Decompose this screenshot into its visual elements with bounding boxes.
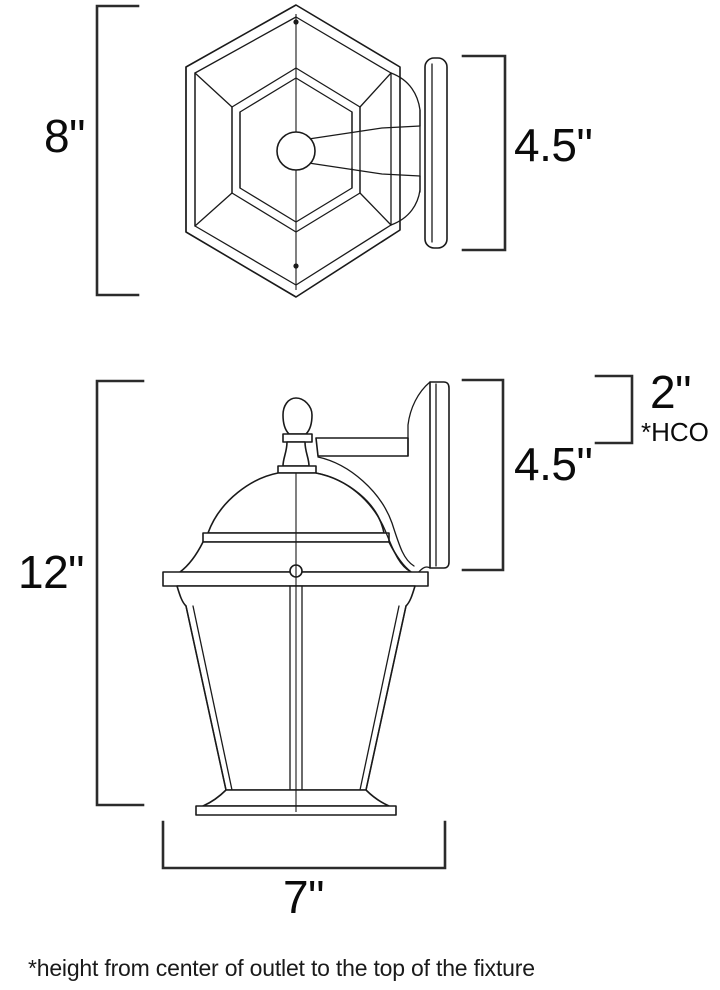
dimension-bracket-2in-hco: [594, 374, 634, 445]
top-view-wall-plate: [424, 57, 448, 249]
dimension-label-top-depth-4p5in: 4.5": [514, 119, 593, 171]
dimension-label-8in: 8": [44, 110, 85, 162]
side-view-frame-right-inner: [359, 605, 400, 791]
side-view-frame-left-outer: [185, 605, 227, 791]
top-view-arm-upper: [301, 125, 421, 141]
dimension-label-side-depth-4p5in: 4.5": [514, 438, 593, 490]
side-view-group: [162, 381, 450, 816]
footnote-text: *height from center of outlet to the top…: [28, 955, 535, 981]
top-view-group: [185, 4, 448, 298]
dimension-bracket-7in: [161, 820, 447, 870]
side-view-frame-left-inner: [192, 605, 233, 791]
side-view-curved-arm-inner: [317, 456, 415, 567]
side-view-finial-neck: [282, 441, 310, 467]
top-view-centerline-dot-bottom: [293, 263, 299, 269]
side-view-frame-right-outer: [365, 605, 407, 791]
dimension-label-12in: 12": [18, 546, 85, 598]
side-view-plate-shoulder-upper: [407, 381, 431, 439]
dimension-bracket-top-4p5in: [461, 54, 507, 252]
top-view-seam-sw: [194, 192, 233, 227]
side-view-curved-arm-outer: [315, 472, 412, 573]
top-view-seam-ne: [359, 72, 392, 108]
side-view-finial-base-ring: [277, 465, 317, 474]
side-view-upper-arm: [315, 437, 409, 457]
side-view-wall-plate: [429, 381, 450, 569]
top-view-centerline-dot-top: [293, 19, 299, 25]
side-view-finial-acorn: [282, 397, 313, 435]
top-view-seam-nw: [194, 72, 233, 108]
dimension-bracket-side-4p5in: [461, 378, 505, 572]
dimension-label-2in: 2": [650, 366, 691, 418]
top-view-arm-lower: [301, 161, 421, 177]
dimension-label-hco-note: *HCO: [641, 417, 709, 447]
dimension-label-7in: 7": [283, 871, 324, 923]
dimension-bracket-8in: [95, 4, 140, 297]
top-view-center-circle: [276, 131, 316, 171]
top-view-seam-se: [359, 192, 392, 226]
side-view-finial-collar: [282, 433, 313, 443]
dimension-bracket-12in: [95, 379, 145, 807]
